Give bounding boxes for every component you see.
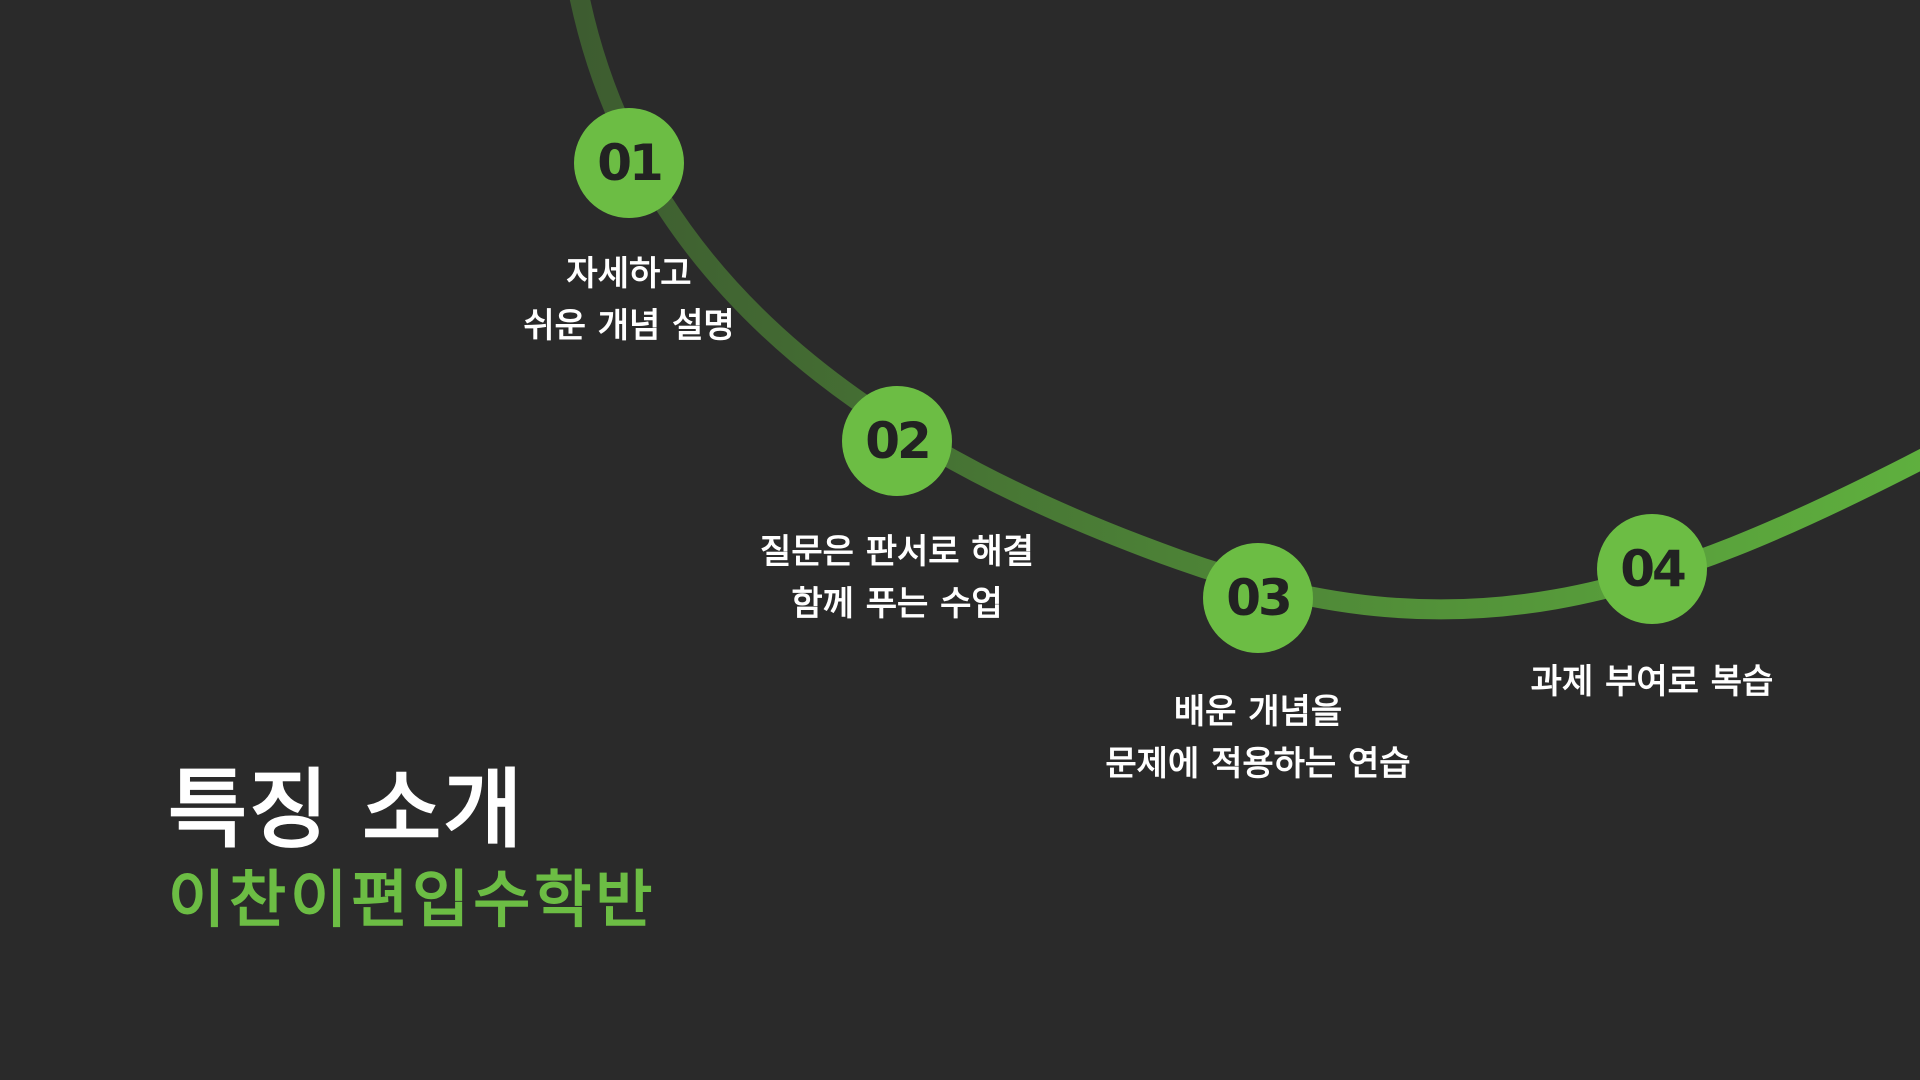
step-1-badge: 01 [574, 108, 684, 218]
step-1-line-2: 쉬운 개념 설명 [523, 306, 735, 346]
step-4-line-1: 과제 부여로 복습 [1530, 662, 1774, 702]
step-4-badge: 04 [1597, 514, 1707, 624]
step-1-line-1: 자세하고 [566, 254, 692, 294]
step-1-number: 01 [597, 134, 664, 192]
heading-block: 특징 소개 이찬이편입수학반 [168, 760, 656, 940]
page-title: 특징 소개 [168, 760, 525, 860]
step-2-number: 02 [865, 412, 932, 470]
step-1-description: 자세하고 쉬운 개념 설명 [523, 248, 734, 352]
step-3-line-1: 배운 개념을 [1173, 692, 1343, 732]
step-2-description: 질문은 판서로 해결 함께 푸는 수업 [760, 526, 1034, 630]
step-4-description: 과제 부여로 복습 [1531, 656, 1774, 708]
step-2-line-2: 함께 푸는 수업 [791, 584, 1003, 624]
step-3-badge: 03 [1203, 543, 1313, 653]
step-4-number: 04 [1620, 540, 1687, 598]
curve-path [569, 0, 1920, 620]
step-2-line-1: 질문은 판서로 해결 [760, 532, 1034, 572]
step-3-line-2: 문제에 적용하는 연습 [1105, 744, 1411, 784]
step-3-number: 03 [1226, 569, 1293, 627]
step-3-description: 배운 개념을 문제에 적용하는 연습 [1105, 686, 1410, 790]
page-subtitle: 이찬이편입수학반 [168, 863, 657, 936]
step-2-badge: 02 [842, 386, 952, 496]
